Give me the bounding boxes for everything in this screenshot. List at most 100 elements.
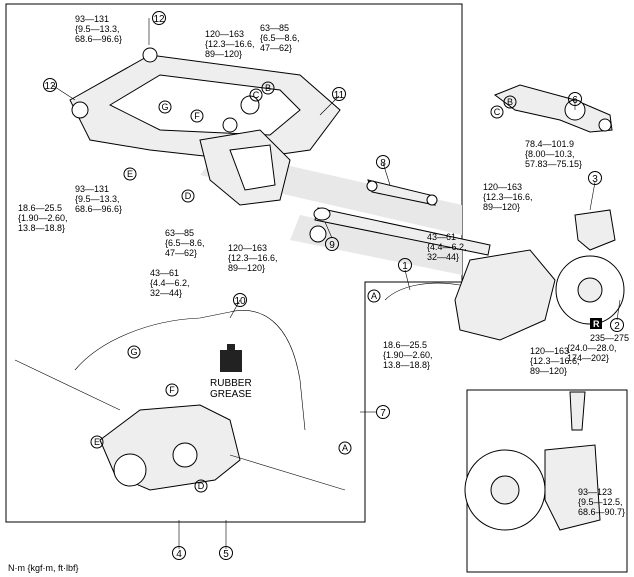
svg-text:4: 4 [176,549,182,560]
callout-8: 8 [376,155,390,169]
letter-markers: A A B B C C D D E E F F G G [90,81,517,493]
callout-12-left: 12 [43,78,57,92]
svg-text:{12.3—16.6,: {12.3—16.6, [530,356,580,366]
rear-crossmember [69,47,341,206]
svg-text:89—120}: 89—120} [205,49,242,59]
svg-text:89—120}: 89—120} [530,366,567,376]
callout-10: 10 [233,293,247,307]
torque-hub-nut: R 235—275 {24.0—28.0, 174—202} [567,318,629,363]
svg-text:{1.90—2.60,: {1.90—2.60, [383,350,433,360]
svg-text:1: 1 [402,261,408,272]
svg-text:{24.0—28.0,: {24.0—28.0, [567,343,617,353]
torque-hub-top: 78.4—101.9 {8.00—10.3, 57.83—75.15} [525,139,582,169]
marker-f-2: F [165,383,179,397]
marker-b-1: B [261,81,275,95]
torque-inset: 93—123 {9.5—12.5, 68.6—90.7} [578,487,625,517]
rubber-grease-icon [220,344,242,372]
svg-text:{4.4—6.2,: {4.4—6.2, [150,278,190,288]
svg-text:93—123: 93—123 [578,487,612,497]
callout-7: 7 [376,405,390,419]
svg-text:10: 10 [234,296,246,307]
svg-text:68.6—90.7}: 68.6—90.7} [578,507,625,517]
svg-text:68.6—96.6}: 68.6—96.6} [75,204,122,214]
svg-text:18.6—25.5: 18.6—25.5 [383,340,427,350]
svg-text:{6.5—8.6,: {6.5—8.6, [260,33,300,43]
svg-text:RUBBER: RUBBER [210,378,252,389]
torque-knuckle-mid: 43—61 {4.4—6.2, 32—44} [427,232,467,262]
upper-arm [493,84,613,133]
callout-3: 3 [588,171,602,185]
svg-text:5: 5 [223,549,229,560]
callout-1: 1 [398,258,412,272]
svg-text:D: D [185,191,192,201]
svg-text:32—44}: 32—44} [427,252,459,262]
svg-text:78.4—101.9: 78.4—101.9 [525,139,574,149]
svg-text:63—85: 63—85 [260,23,289,33]
svg-text:43—61: 43—61 [427,232,456,242]
svg-text:89—120}: 89—120} [228,263,265,273]
callout-9: 9 [325,237,339,251]
svg-text:8: 8 [380,158,386,169]
svg-text:B: B [265,83,271,93]
svg-text:D: D [198,481,205,491]
torque-mid-left: 63—85 {6.5—8.6, 47—62} [165,228,205,258]
marker-c-1: C [249,88,263,102]
svg-text:93—131: 93—131 [75,184,109,194]
svg-text:G: G [130,347,137,357]
svg-text:G: G [161,102,168,112]
torque-top-right: 63—85 {6.5—8.6, 47—62} [260,23,300,53]
callout-12-top: 12 [152,11,166,25]
torque-left-mid: 93—131 {9.5—13.3, 68.6—96.6} [75,184,122,214]
svg-text:{12.3—16.6,: {12.3—16.6, [483,192,533,202]
rubber-grease-label: RUBBER GREASE [210,378,252,400]
svg-text:F: F [169,385,175,395]
svg-text:E: E [94,437,100,447]
torque-knuckle-low: 18.6—25.5 {1.90—2.60, 13.8—18.8} [383,340,433,370]
svg-text:{12.3—16.6,: {12.3—16.6, [228,253,278,263]
callout-11: 11 [332,87,346,101]
svg-text:12: 12 [153,14,165,25]
svg-text:32—44}: 32—44} [150,288,182,298]
marker-e-1: E [123,167,137,181]
marker-f-1: F [190,109,204,123]
svg-text:R: R [593,319,600,329]
marker-a-1: A [367,289,381,303]
svg-text:{12.3—16.6,: {12.3—16.6, [205,39,255,49]
svg-text:18.6—25.5: 18.6—25.5 [18,203,62,213]
svg-text:A: A [371,291,377,301]
units-note: N·m {kgf·m, ft·lbf} [8,563,79,573]
svg-text:47—62}: 47—62} [165,248,197,258]
svg-text:E: E [127,169,133,179]
svg-text:47—62}: 47—62} [260,43,292,53]
torque-top-mid: 120—163 {12.3—16.6, 89—120} [205,29,255,59]
right-drive-shaft [229,454,346,491]
torque-top-left: 93—131 {9.5—13.3, 68.6—96.6} [75,14,122,44]
marker-g-2: G [127,345,141,359]
svg-text:57.83—75.15}: 57.83—75.15} [525,159,582,169]
svg-text:7: 7 [380,408,386,419]
svg-text:{1.90—2.60,: {1.90—2.60, [18,213,68,223]
svg-text:6: 6 [572,95,578,106]
torque-stabilizer: 43—61 {4.4—6.2, 32—44} [150,268,190,298]
svg-text:{6.5—8.6,: {6.5—8.6, [165,238,205,248]
svg-text:120—163: 120—163 [228,243,267,253]
svg-text:120—163: 120—163 [530,346,569,356]
callout-6: 6 [568,92,582,106]
svg-text:A: A [342,443,348,453]
svg-text:B: B [507,97,513,107]
svg-text:F: F [194,111,200,121]
svg-text:C: C [253,90,260,100]
svg-text:{9.5—13.3,: {9.5—13.3, [75,24,120,34]
lower-link-9 [309,207,491,256]
svg-text:3: 3 [592,174,598,185]
svg-text:{9.5—12.5,: {9.5—12.5, [578,497,623,507]
torque-left-low: 18.6—25.5 {1.90—2.60, 13.8—18.8} [18,203,68,233]
svg-text:68.6—96.6}: 68.6—96.6} [75,34,122,44]
svg-text:{9.5—13.3,: {9.5—13.3, [75,194,120,204]
svg-text:120—163: 120—163 [205,29,244,39]
svg-text:12: 12 [44,81,56,92]
svg-text:43—61: 43—61 [150,268,179,278]
svg-text:{4.4—6.2,: {4.4—6.2, [427,242,467,252]
svg-text:63—85: 63—85 [165,228,194,238]
